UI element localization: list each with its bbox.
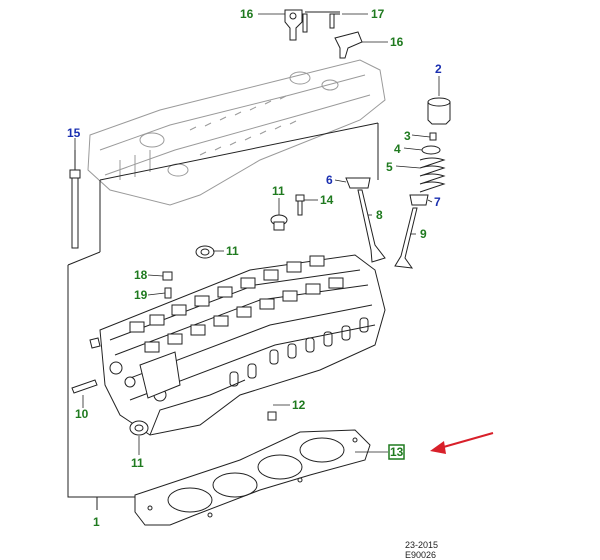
- head-end-features: [89, 337, 181, 402]
- callout-3: 3: [404, 129, 411, 143]
- callout-14: 14: [320, 193, 334, 207]
- head-bolt: [69, 150, 81, 249]
- callout-13-tag: [388, 444, 405, 460]
- callout-5: 5: [386, 160, 393, 174]
- callout-labels: 1 2 3 4 5 6 7 8 9 10 11 11 11 12 13 14 1…: [67, 7, 442, 529]
- callout-10: 10: [75, 407, 89, 421]
- cam-caps: [129, 255, 344, 353]
- assembly-frame: [67, 122, 379, 510]
- callout-18: 18: [134, 268, 148, 282]
- valve-train: [345, 97, 451, 269]
- callout-13: 13: [390, 445, 404, 459]
- footer-ref-code: E90026: [405, 550, 437, 560]
- callout-6: 6: [326, 173, 333, 187]
- callout-9: 9: [420, 227, 427, 241]
- callout-2: 2: [435, 62, 442, 76]
- callout-11-bottom: 11: [131, 456, 144, 470]
- stud-14: [295, 194, 305, 216]
- head-gasket: [134, 429, 371, 526]
- callout-8: 8: [376, 208, 383, 222]
- footer-date-code: 23-2015: [405, 540, 439, 550]
- sensor-upper: [284, 9, 363, 59]
- callout-11-top: 11: [272, 184, 285, 198]
- callout-19: 19: [134, 288, 148, 302]
- callout-12: 12: [292, 398, 306, 412]
- red-arrow-icon: [430, 432, 494, 454]
- callout-17: 17: [371, 7, 385, 21]
- fittings-18-19: [162, 271, 173, 299]
- dowel-10: [71, 379, 98, 394]
- callout-16-left: 16: [240, 7, 254, 21]
- seals-11: [129, 214, 288, 436]
- callout-4: 4: [394, 142, 401, 156]
- callout-1: 1: [93, 515, 100, 529]
- callout-15: 15: [67, 126, 81, 140]
- callout-7: 7: [434, 195, 441, 209]
- callout-16-right: 16: [390, 35, 404, 49]
- plug-12: [267, 411, 277, 421]
- exhaust-ports: [229, 317, 369, 387]
- valve-cover-ghost: [87, 59, 386, 206]
- leader-lines: [74, 13, 440, 455]
- callout-11-mid: 11: [226, 244, 239, 258]
